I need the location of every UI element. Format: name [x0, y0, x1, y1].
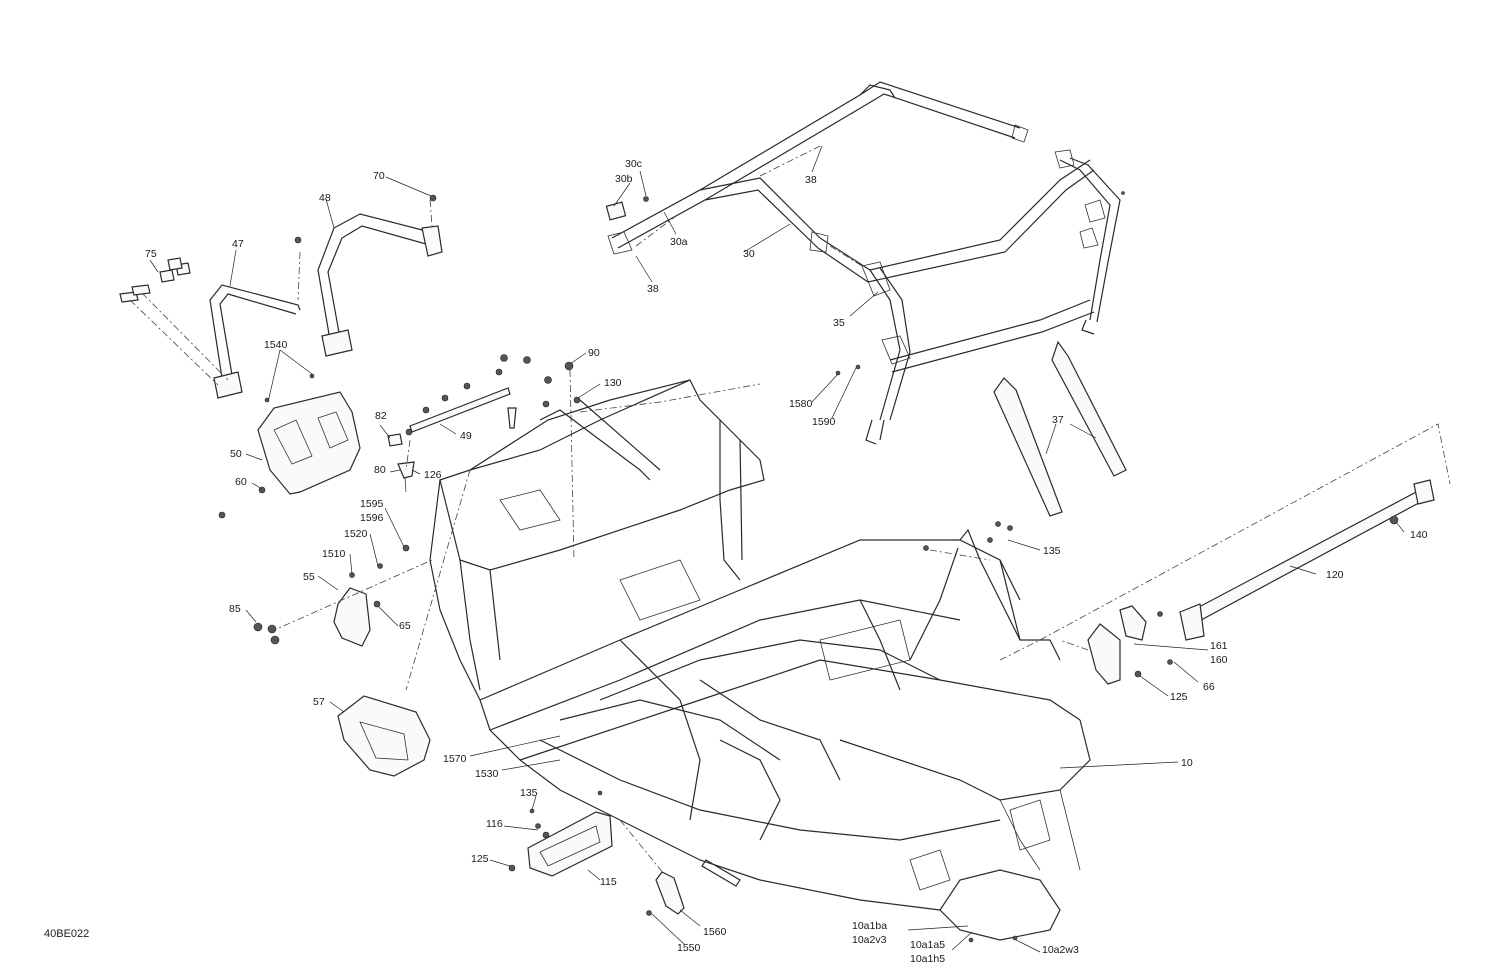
callout-116: 116 [486, 818, 503, 830]
callout-30c: 30c [625, 158, 642, 170]
callout-1530: 1530 [475, 768, 499, 780]
roll-cage-assembly [605, 81, 1125, 445]
callout-57: 57 [313, 696, 325, 708]
callout-55: 55 [303, 571, 315, 583]
callout-60: 60 [235, 476, 247, 488]
main-frame-10 [429, 379, 1091, 943]
rear-bar-120 [1179, 479, 1435, 641]
callout-10a2v3: 10a2v3 [852, 934, 887, 946]
bolts-75 [119, 257, 229, 386]
callout-75: 75 [145, 248, 157, 260]
callout-49: 49 [460, 430, 472, 442]
callout-135-upper: 135 [1043, 545, 1061, 557]
callout-125-lower: 125 [471, 853, 489, 865]
callout-1510: 1510 [322, 548, 346, 560]
callout-10a2w3: 10a2w3 [1042, 944, 1079, 956]
roll-cage-struts [993, 340, 1127, 517]
callout-120: 120 [1326, 569, 1344, 581]
callout-1595: 1595 [360, 498, 384, 510]
callout-30: 30 [743, 248, 755, 260]
callout-10a1a5: 10a1a5 [910, 939, 946, 951]
callout-48: 48 [319, 192, 331, 204]
callout-66: 66 [1203, 681, 1215, 693]
callout-115: 115 [600, 876, 617, 888]
callout-30b: 30b [615, 173, 633, 185]
callout-135-lower: 135 [520, 787, 538, 799]
bracket-1560 [646, 871, 685, 916]
callout-50: 50 [230, 448, 242, 460]
callout-90: 90 [588, 347, 600, 359]
front-bracket-50 [218, 373, 361, 519]
skid-57 [337, 695, 431, 777]
callout-47: 47 [232, 238, 244, 250]
callout-130: 130 [604, 377, 622, 389]
callout-38-upper: 38 [805, 174, 817, 186]
callout-65: 65 [399, 620, 411, 632]
callout-126: 126 [424, 469, 442, 481]
bracket-115 [508, 790, 613, 877]
callout-1580: 1580 [789, 398, 813, 410]
callout-1560: 1560 [703, 926, 727, 938]
callout-1520: 1520 [344, 528, 368, 540]
callout-70: 70 [373, 170, 385, 182]
callout-1590: 1590 [812, 416, 836, 428]
callout-1570: 1570 [443, 753, 467, 765]
callout-38-lower: 38 [647, 283, 659, 295]
left-mount-55 [253, 544, 433, 647]
callout-125-right: 125 [1170, 691, 1188, 703]
callout-1540: 1540 [264, 339, 288, 351]
callout-82: 82 [375, 410, 387, 422]
callout-85: 85 [229, 603, 241, 615]
front-bumper-tubes [209, 194, 443, 399]
callout-10a1h5: 10a1h5 [910, 953, 946, 965]
callout-1596: 1596 [360, 512, 384, 524]
front-bar-49 [387, 354, 581, 493]
assembly-lines [297, 145, 1451, 875]
callout-1550: 1550 [677, 942, 701, 954]
diagram-code: 40BE022 [44, 928, 90, 940]
callout-80: 80 [374, 464, 386, 476]
callout-161: 161 [1210, 640, 1228, 652]
callout-10a1ba: 10a1ba [852, 920, 888, 932]
callout-140: 140 [1410, 529, 1428, 541]
leader-lines [149, 145, 1405, 953]
callout-30a: 30a [670, 236, 688, 248]
callout-35: 35 [833, 317, 845, 329]
brackets-160-161 [1087, 605, 1173, 685]
callout-160: 160 [1210, 654, 1228, 666]
callout-10: 10 [1181, 757, 1193, 769]
callout-37: 37 [1052, 414, 1064, 426]
